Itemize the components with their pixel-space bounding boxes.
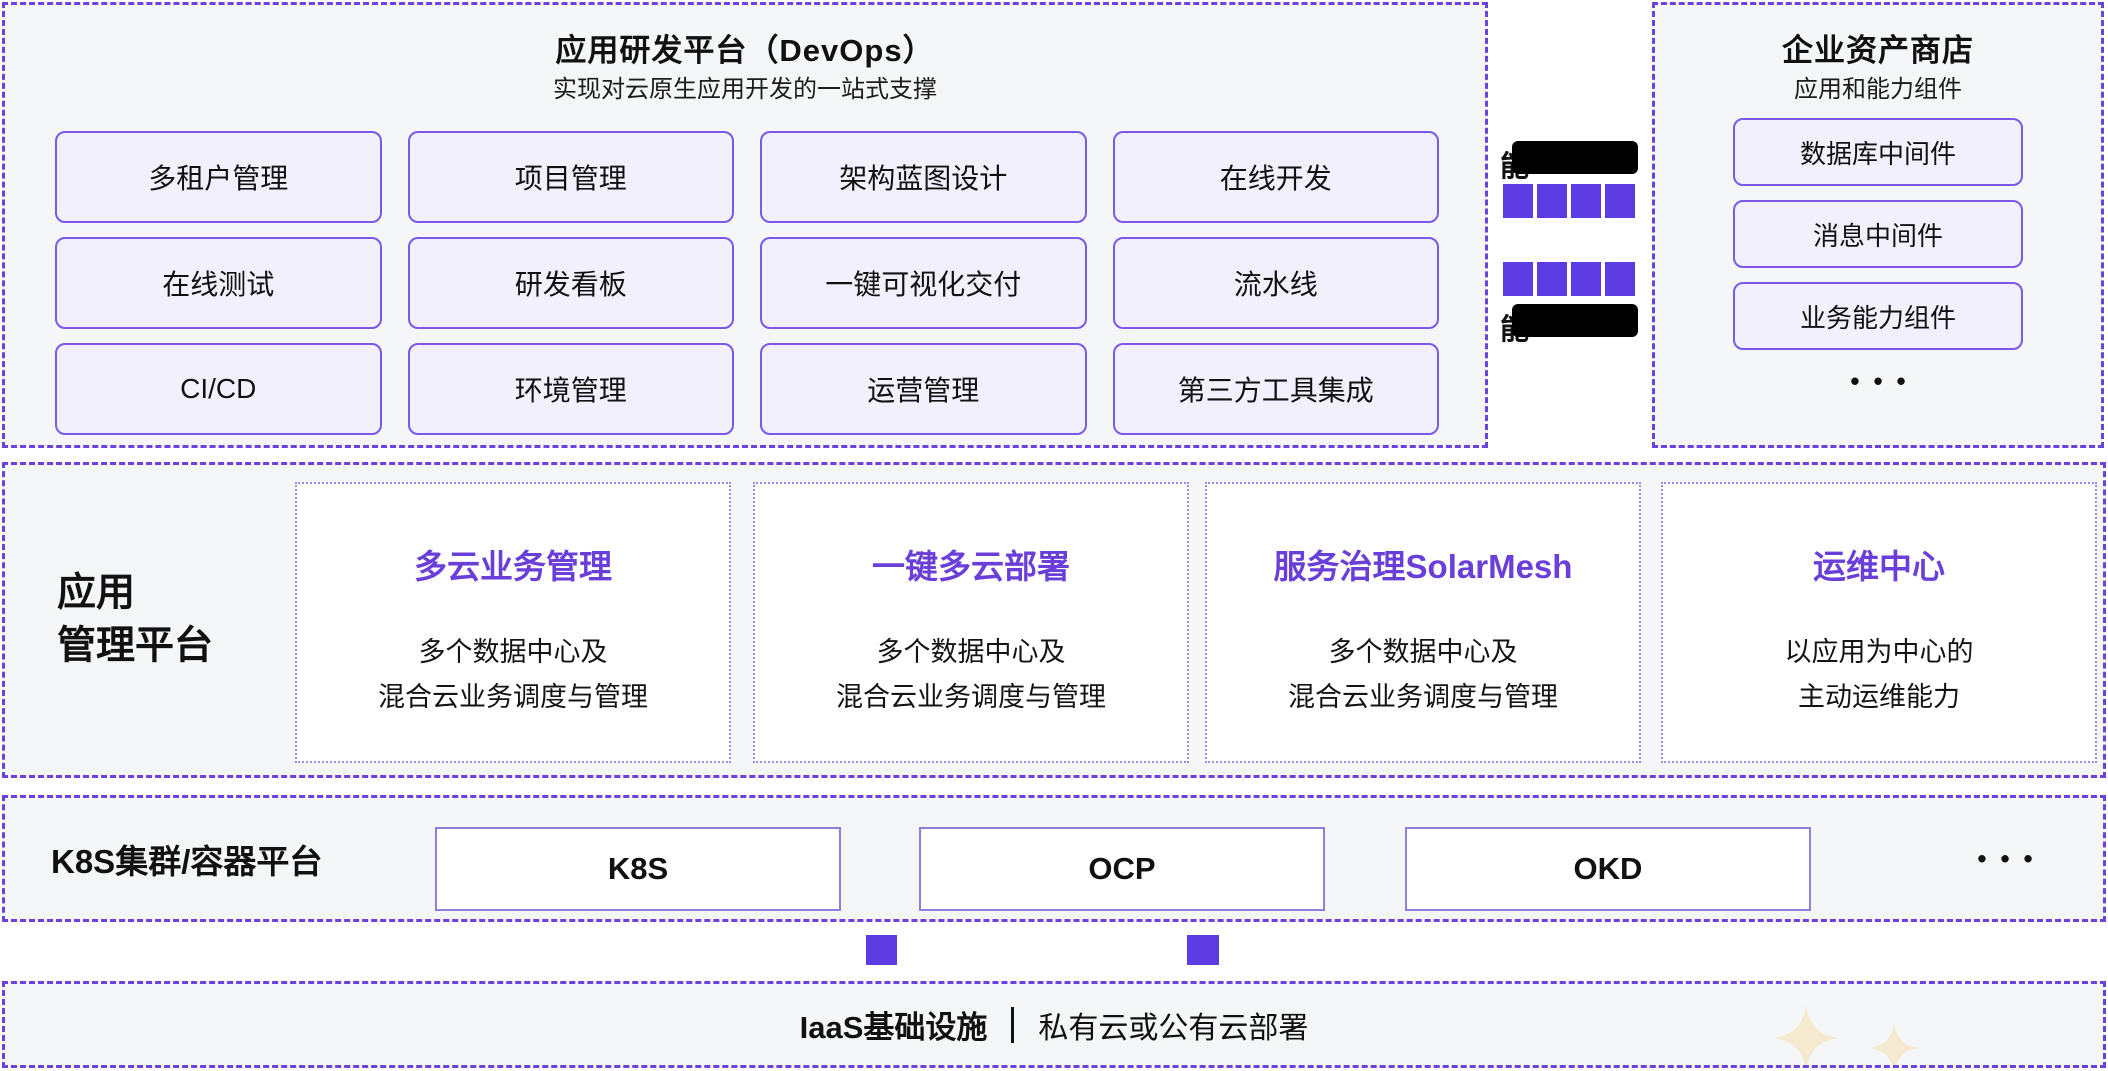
card-title: 多云业务管理 <box>414 548 612 585</box>
connector-square <box>866 935 897 965</box>
capability-label-bottom: 能 <box>1496 304 1644 346</box>
ellipsis-more: ••• <box>1977 843 2047 873</box>
asset-biz-capability: 业务能力组件 <box>1733 282 2023 350</box>
card-desc-line: 以应用为中心的 <box>1784 637 1974 667</box>
card-desc-line: 混合云业务调度与管理 <box>1288 682 1558 712</box>
card-desc-line: 多个数据中心及 <box>1328 637 1518 667</box>
card-solarmesh: 服务治理SolarMesh 多个数据中心及 混合云业务调度与管理 <box>1205 482 1641 763</box>
asset-msg-middleware: 消息中间件 <box>1733 200 2023 268</box>
card-desc-line: 混合云业务调度与管理 <box>378 682 648 712</box>
card-title: 服务治理SolarMesh <box>1273 548 1573 585</box>
ellipsis-more: ••• <box>1850 366 1920 396</box>
connector-square <box>1187 935 1219 965</box>
feature-project-mgmt: 项目管理 <box>407 131 734 223</box>
iaas-subtitle: 私有云或公有云部署 <box>1038 1011 1309 1045</box>
k8s-band-label: K8S集群/容器平台 <box>51 842 323 880</box>
card-desc: 多个数据中心及 混合云业务调度与管理 <box>755 630 1187 720</box>
feature-online-test: 在线测试 <box>55 237 382 329</box>
arrow-block <box>1503 184 1533 218</box>
feature-pipeline: 流水线 <box>1112 237 1439 329</box>
ocp-box: OCP <box>919 827 1325 911</box>
arrow-block <box>1537 184 1567 218</box>
card-title: 运维中心 <box>1813 548 1945 585</box>
card-one-click-deploy: 一键多云部署 多个数据中心及 混合云业务调度与管理 <box>753 482 1189 763</box>
app-management-label-line2: 管理平台 <box>57 624 214 667</box>
asset-db-middleware: 数据库中间件 <box>1733 118 2023 186</box>
arrow-block <box>1571 262 1601 296</box>
asset-store-panel: 企业资产商店 应用和能力组件 数据库中间件 消息中间件 业务能力组件 ••• <box>1652 2 2104 448</box>
arrow-block <box>1605 184 1635 218</box>
app-management-label-line1: 应用 <box>57 571 136 615</box>
card-title: 一键多云部署 <box>872 548 1070 585</box>
app-management-label: 应用 管理平台 <box>57 567 213 672</box>
feature-ops-mgmt: 运营管理 <box>760 343 1087 435</box>
feature-online-dev: 在线开发 <box>1112 131 1439 223</box>
devops-feature-grid: 多租户管理 项目管理 架构蓝图设计 在线开发 在线测试 研发看板 一键可视化交付… <box>55 131 1439 435</box>
iaas-text-line: IaaS基础设施 私有云或公有云部署 <box>5 984 2103 1065</box>
feature-cicd: CI/CD <box>55 343 382 435</box>
vertical-divider <box>1011 1006 1015 1043</box>
k8s-band: K8S集群/容器平台 K8S OCP OKD ••• <box>2 795 2106 922</box>
arrow-block <box>1571 184 1601 218</box>
card-desc-line: 混合云业务调度与管理 <box>836 682 1106 712</box>
card-desc: 以应用为中心的 主动运维能力 <box>1663 630 2095 720</box>
arrow-block <box>1537 262 1567 296</box>
card-desc: 多个数据中心及 混合云业务调度与管理 <box>297 630 729 720</box>
arrow-blocks-row-2 <box>1503 262 1644 296</box>
devops-panel: 应用研发平台（DevOps） 实现对云原生应用开发的一站式支撑 多租户管理 项目… <box>2 2 1488 448</box>
devops-panel-title: 应用研发平台（DevOps） <box>555 33 935 68</box>
card-desc-line: 多个数据中心及 <box>876 637 1066 667</box>
asset-store-subtitle: 应用和能力组件 <box>1794 76 1962 103</box>
k8s-box: K8S <box>435 827 841 911</box>
feature-one-click-delivery: 一键可视化交付 <box>760 237 1087 329</box>
capability-connector: 能 能 <box>1496 138 1644 348</box>
iaas-title: IaaS基础设施 <box>799 1010 988 1045</box>
feature-multi-tenant: 多租户管理 <box>55 131 382 223</box>
sparkle-decoration-small <box>1869 1023 1919 1065</box>
card-desc-line: 多个数据中心及 <box>418 637 608 667</box>
feature-env-mgmt: 环境管理 <box>407 343 734 435</box>
arrow-blocks-row-1 <box>1503 184 1644 218</box>
devops-panel-subtitle: 实现对云原生应用开发的一站式支撑 <box>553 76 937 103</box>
redaction-bar-top <box>1512 141 1638 174</box>
card-multicloud-business: 多云业务管理 多个数据中心及 混合云业务调度与管理 <box>295 482 731 763</box>
app-management-band: 应用 管理平台 多云业务管理 多个数据中心及 混合云业务调度与管理 一键多云部署… <box>2 462 2106 778</box>
card-ops-center: 运维中心 以应用为中心的 主动运维能力 <box>1661 482 2097 763</box>
arrow-block <box>1605 262 1635 296</box>
feature-arch-blueprint: 架构蓝图设计 <box>760 131 1087 223</box>
card-desc: 多个数据中心及 混合云业务调度与管理 <box>1207 630 1639 720</box>
asset-store-title: 企业资产商店 <box>1782 33 1974 68</box>
arrow-block <box>1503 262 1533 296</box>
capability-label-top: 能 <box>1496 141 1644 183</box>
feature-rd-kanban: 研发看板 <box>407 237 734 329</box>
card-desc-line: 主动运维能力 <box>1798 682 1960 712</box>
redaction-bar-bottom <box>1512 304 1638 337</box>
feature-3rd-party-tools: 第三方工具集成 <box>1112 343 1439 435</box>
asset-store-list: 数据库中间件 消息中间件 业务能力组件 ••• <box>1655 118 2101 397</box>
okd-box: OKD <box>1405 827 1811 911</box>
iaas-band: IaaS基础设施 私有云或公有云部署 <box>2 981 2106 1068</box>
sparkle-decoration-large <box>1773 1005 1839 1065</box>
